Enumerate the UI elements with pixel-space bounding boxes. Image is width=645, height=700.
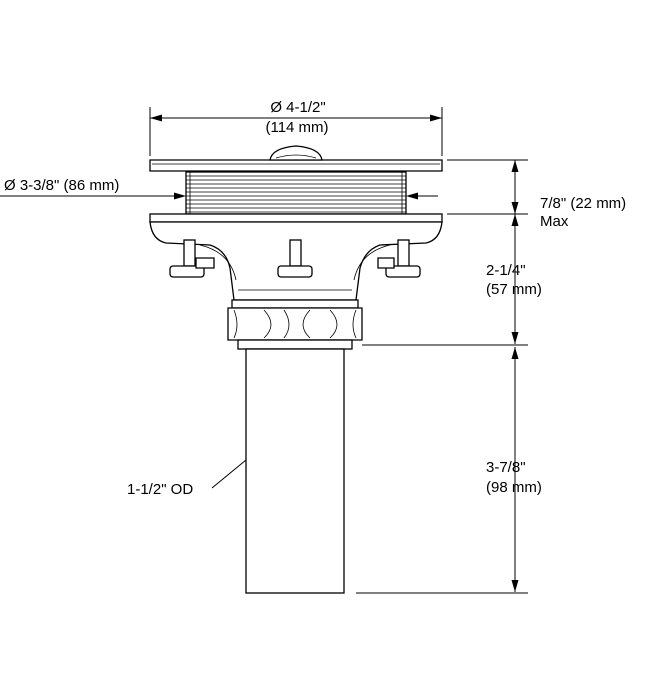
tailpiece: [245, 348, 345, 594]
coupling-nut: [227, 299, 363, 350]
tailpiece-od-leader: [211, 459, 247, 489]
body-diameter-label: Ø 3-3/8" (86 mm): [4, 177, 119, 194]
mounting-flange: [149, 213, 443, 223]
mounting-screw-center: [277, 239, 313, 278]
body-height-metric: (57 mm): [486, 281, 542, 298]
tailpiece-length-dimension: [356, 347, 528, 594]
basket-flange: [149, 159, 443, 172]
tailpiece-length-metric: (98 mm): [486, 479, 542, 496]
stopper-knob: [269, 145, 323, 161]
mounting-screw-left: [169, 239, 205, 278]
flange-diameter-dimension: [149, 107, 443, 156]
flange-gap-qualifier: Max: [540, 213, 569, 230]
flange-diameter-metric: (114 mm): [265, 119, 328, 136]
threaded-body: [185, 171, 407, 215]
body-height-label: 2-1/4": [486, 262, 526, 279]
flange-diameter-label: Ø 4-1/2": [270, 99, 325, 116]
tailpiece-od-label: 1-1/2" OD: [127, 481, 193, 498]
tailpiece-length-label: 3-7/8": [486, 459, 526, 476]
mounting-screw-right: [385, 239, 421, 278]
body-diameter-dimension: [0, 192, 438, 200]
flange-gap-label: 7/8" (22 mm): [540, 195, 626, 212]
flange-gap-dimension: [447, 159, 528, 215]
body-height-dimension: [362, 214, 528, 346]
strainer-assembly: [149, 145, 443, 594]
